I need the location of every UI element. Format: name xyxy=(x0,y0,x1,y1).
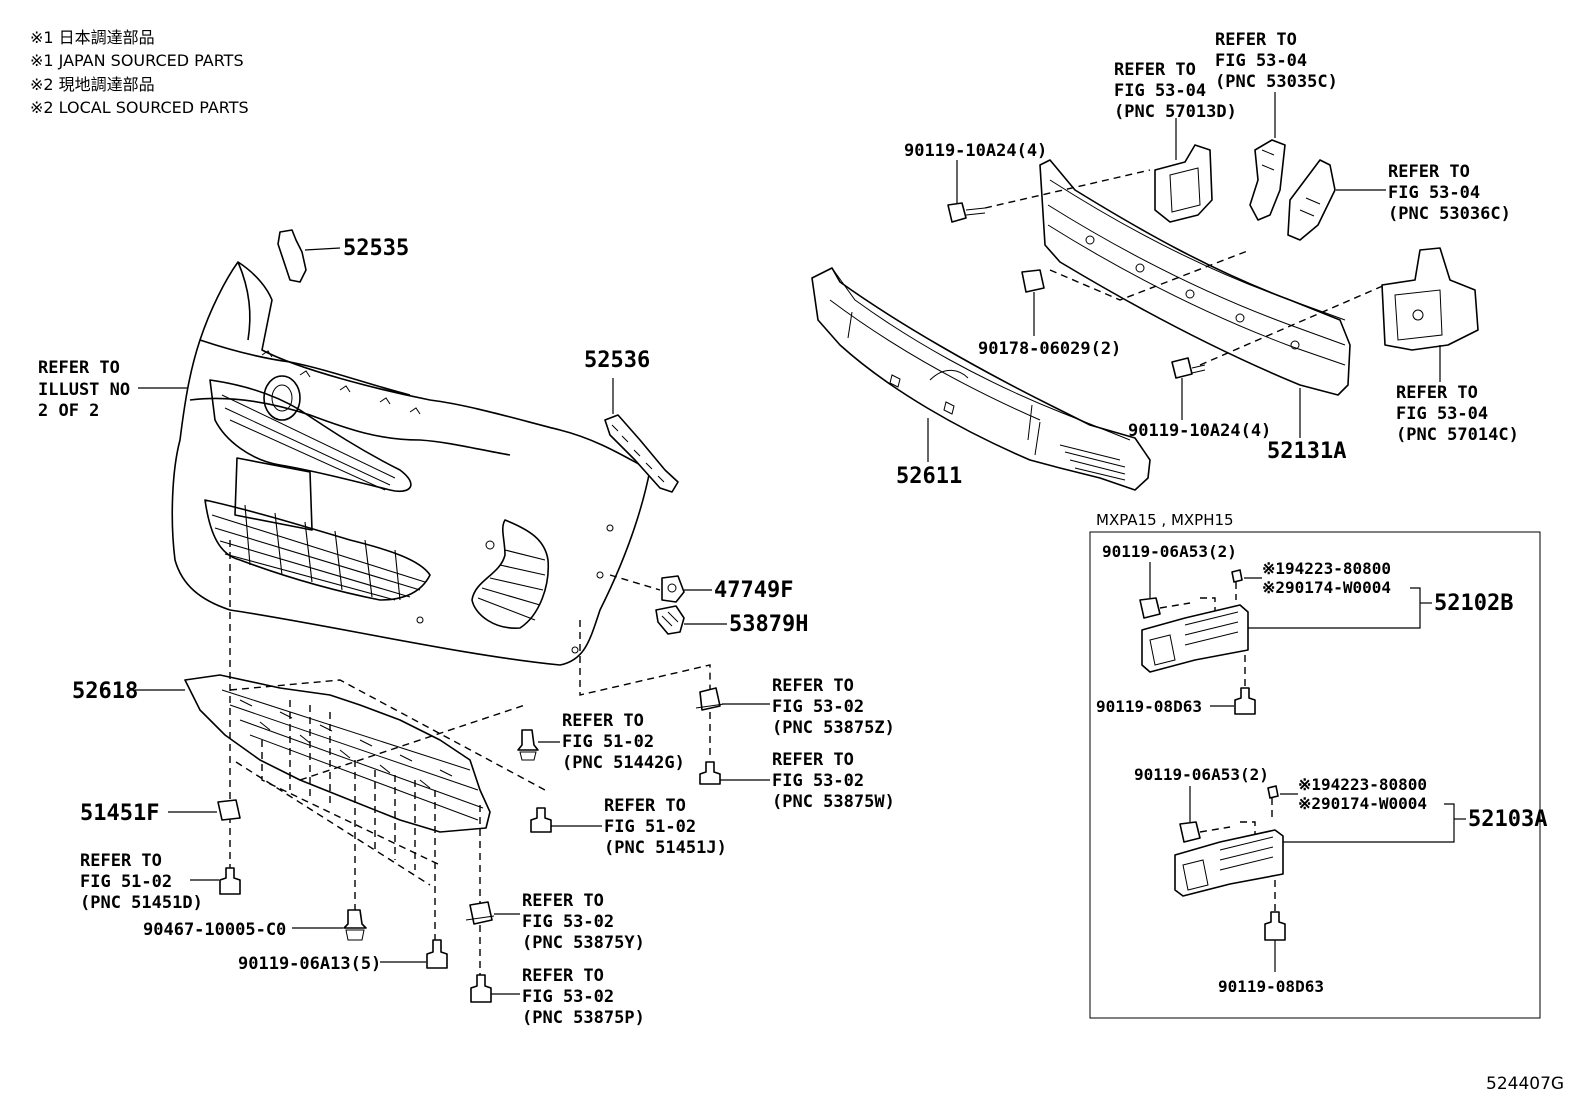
inset-upper-bottom-bolt-label: 90119-08D63 xyxy=(1096,697,1202,716)
refer-53035C-line3: (PNC 53035C) xyxy=(1215,72,1338,92)
undercover-dashed-lines xyxy=(229,540,711,975)
part-52618-drawing xyxy=(135,674,491,833)
bolt-90119-10A24-bottom-label: 90119-10A24(4) xyxy=(1128,421,1271,441)
refer-53875W-line3: (PNC 53875W) xyxy=(772,792,895,812)
note-local-jp: ※2 現地調達部品 xyxy=(30,75,155,94)
refer-53036C-line2: FIG 53-04 xyxy=(1388,183,1480,203)
refer-51451D-line1: REFER TO xyxy=(80,851,162,871)
part-52611-drawing xyxy=(811,267,1151,491)
refer-53875W-line1: REFER TO xyxy=(772,750,854,770)
refer-57014C: REFER TO FIG 53-04 (PNC 57014C) xyxy=(1396,383,1519,445)
part-90467-label: 90467-10005-C0 xyxy=(143,920,286,940)
inset-lower-local-label: ※290174-W0004 xyxy=(1298,794,1427,813)
refer-57013D-line2: FIG 53-04 xyxy=(1114,81,1206,101)
part-90119-06A13-label: 90119-06A13(5) xyxy=(238,954,381,974)
inset-mxpa15-mxph15: MXPA15 , MXPH15 90119-06A53(2) ※194223-8… xyxy=(1089,511,1547,1019)
refer-57013D: REFER TO FIG 53-04 (PNC 57013D) xyxy=(1114,60,1237,122)
refer-53875Z-line2: FIG 53-02 xyxy=(772,697,864,717)
part-53879H-drawing xyxy=(655,605,727,635)
part-52535-drawing xyxy=(277,229,341,283)
inset-upper-japan-label: ※194223-80800 xyxy=(1262,559,1391,578)
refer-51451D: REFER TO FIG 51-02 (PNC 51451D) xyxy=(80,851,203,913)
fasteners-upper xyxy=(947,160,1386,420)
refer-51442G-line3: (PNC 51442G) xyxy=(562,753,685,773)
refer-53036C-line1: REFER TO xyxy=(1388,162,1470,182)
part-52102B-label: 52102B xyxy=(1434,591,1513,616)
note-japan-en: ※1 JAPAN SOURCED PARTS xyxy=(30,51,244,70)
refer-53875P-line1: REFER TO xyxy=(522,966,604,986)
refer-57014C-line3: (PNC 57014C) xyxy=(1396,425,1519,445)
refer-illust-line2: ILLUST NO xyxy=(38,380,130,400)
refer-53875Y: REFER TO FIG 53-02 (PNC 53875Y) xyxy=(522,891,645,953)
refer-51442G-line1: REFER TO xyxy=(562,711,644,731)
part-52611-label: 52611 xyxy=(896,464,962,489)
inset-lower-bottom-bolt-label: 90119-08D63 xyxy=(1218,977,1324,996)
refer-51451D-line2: FIG 51-02 xyxy=(80,872,172,892)
nut-90178-label: 90178-06029(2) xyxy=(978,339,1121,359)
refer-57014C-line1: REFER TO xyxy=(1396,383,1478,403)
note-japan-jp: ※1 日本調達部品 xyxy=(30,28,155,47)
inset-lower-japan-label: ※194223-80800 xyxy=(1298,775,1427,794)
refer-53875P-line3: (PNC 53875P) xyxy=(522,1008,645,1028)
part-52618-label: 52618 xyxy=(72,679,138,704)
part-52536-drawing xyxy=(604,378,679,493)
refer-53875P: REFER TO FIG 53-02 (PNC 53875P) xyxy=(522,966,645,1028)
refer-53875W: REFER TO FIG 53-02 (PNC 53875W) xyxy=(772,750,895,812)
refer-53875Z: REFER TO FIG 53-02 (PNC 53875Z) xyxy=(772,676,895,738)
refer-57013D-line1: REFER TO xyxy=(1114,60,1196,80)
refer-53035C: REFER TO FIG 53-04 (PNC 53035C) xyxy=(1215,30,1338,92)
refer-53875Y-line3: (PNC 53875Y) xyxy=(522,933,645,953)
reinforcement-brackets xyxy=(1154,92,1479,382)
inset-lower-bolt-label: 90119-06A53(2) xyxy=(1134,765,1269,784)
sourcing-notes: ※1 日本調達部品 ※1 JAPAN SOURCED PARTS ※2 現地調達… xyxy=(30,28,249,117)
refer-illust-line3: 2 OF 2 xyxy=(38,401,99,421)
refer-51442G: REFER TO FIG 51-02 (PNC 51442G) xyxy=(562,711,685,773)
bolt-90119-10A24-top-label: 90119-10A24(4) xyxy=(904,141,1047,161)
refer-57014C-line2: FIG 53-04 xyxy=(1396,404,1488,424)
refer-53875W-line2: FIG 53-02 xyxy=(772,771,864,791)
refer-53036C: REFER TO FIG 53-04 (PNC 53036C) xyxy=(1388,162,1511,224)
refer-51442G-line2: FIG 51-02 xyxy=(562,732,654,752)
refer-51451J: REFER TO FIG 51-02 (PNC 51451J) xyxy=(604,796,727,858)
inset-upper-bolt-label: 90119-06A53(2) xyxy=(1102,542,1237,561)
refer-53875Z-line1: REFER TO xyxy=(772,676,854,696)
inset-upper-local-label: ※290174-W0004 xyxy=(1262,578,1391,597)
part-52131A-label: 52131A xyxy=(1267,439,1346,464)
refer-illust-callout: REFER TO ILLUST NO 2 OF 2 xyxy=(38,358,188,421)
refer-53035C-line2: FIG 53-04 xyxy=(1215,51,1307,71)
fasteners-lower xyxy=(168,687,770,1003)
inset-title: MXPA15 , MXPH15 xyxy=(1096,511,1234,529)
part-51451F-label: 51451F xyxy=(80,801,159,826)
refer-53875Y-line1: REFER TO xyxy=(522,891,604,911)
refer-illust-line1: REFER TO xyxy=(38,358,120,378)
refer-53875Y-line2: FIG 53-02 xyxy=(522,912,614,932)
part-52103A-label: 52103A xyxy=(1468,807,1547,832)
note-local-en: ※2 LOCAL SOURCED PARTS xyxy=(30,98,249,117)
refer-53875Z-line3: (PNC 53875Z) xyxy=(772,718,895,738)
diagram-id: 524407G xyxy=(1486,1074,1564,1094)
part-52131A-drawing xyxy=(1039,159,1351,438)
part-47749F-drawing xyxy=(609,574,712,603)
part-52536-label: 52536 xyxy=(584,348,650,373)
refer-57013D-line3: (PNC 57013D) xyxy=(1114,102,1237,122)
bumper-cover-drawing xyxy=(171,261,651,666)
part-53879H-label: 53879H xyxy=(729,612,808,637)
refer-51451J-line3: (PNC 51451J) xyxy=(604,838,727,858)
refer-53036C-line3: (PNC 53036C) xyxy=(1388,204,1511,224)
refer-51451J-line2: FIG 51-02 xyxy=(604,817,696,837)
refer-53035C-line1: REFER TO xyxy=(1215,30,1297,50)
refer-53875P-line2: FIG 53-02 xyxy=(522,987,614,1007)
part-47749F-label: 47749F xyxy=(714,578,793,603)
refer-51451J-line1: REFER TO xyxy=(604,796,686,816)
refer-51451D-line3: (PNC 51451D) xyxy=(80,893,203,913)
part-52535-label: 52535 xyxy=(343,236,409,261)
